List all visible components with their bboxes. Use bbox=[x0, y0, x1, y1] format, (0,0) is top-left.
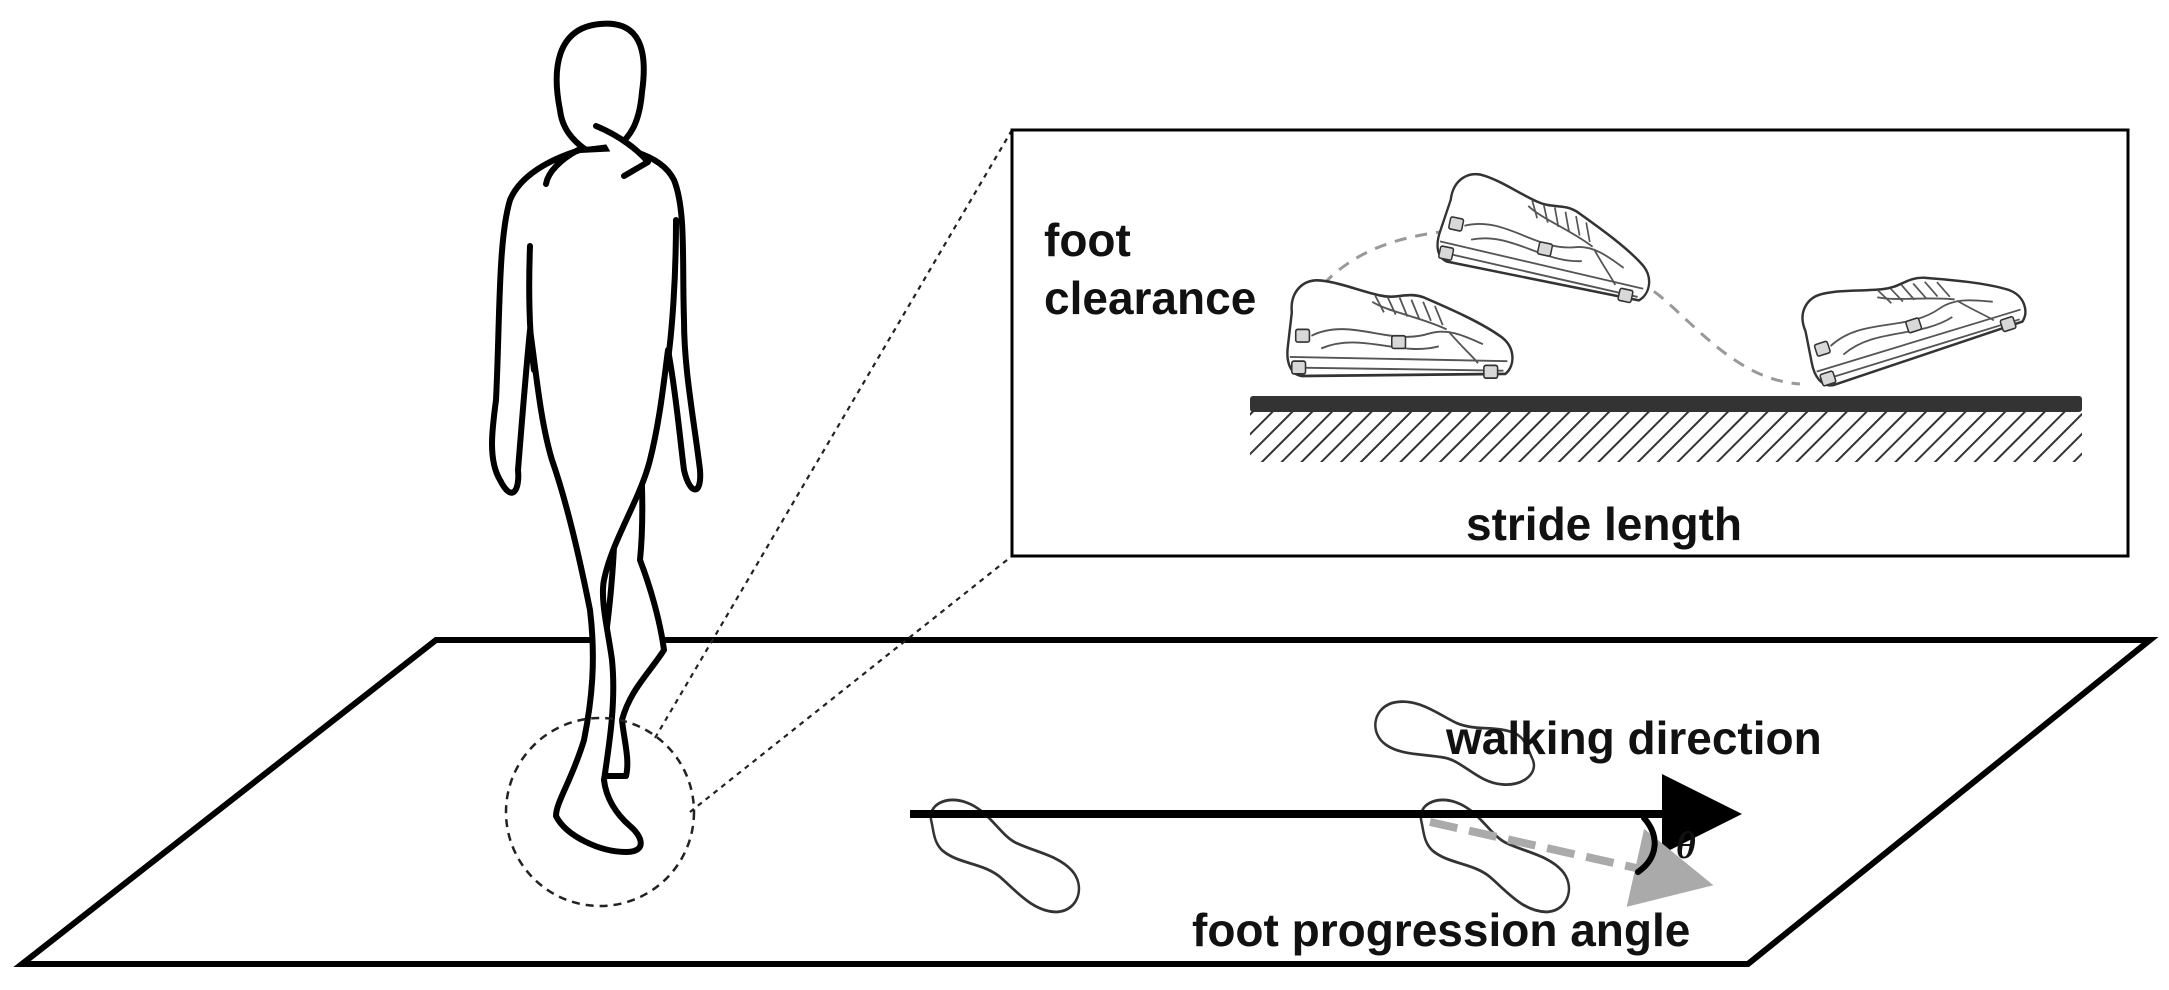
foot-zoom-circle bbox=[504, 716, 696, 908]
progression-angle-arc bbox=[1635, 815, 1658, 875]
inset-ground-hatch bbox=[1250, 410, 2082, 462]
foot-progression-angle-label: foot progression angle bbox=[1192, 904, 1690, 956]
inset-ground-bar bbox=[1250, 396, 2082, 412]
walking-person-silhouette-icon bbox=[489, 20, 704, 855]
zoom-guide-line-top bbox=[654, 129, 1013, 739]
stride-length-label: stride length bbox=[1466, 498, 1742, 550]
angle-theta-symbol: θ bbox=[1676, 825, 1696, 867]
zoom-guide-line-bottom bbox=[689, 555, 1013, 813]
foot-clearance-label-line1: foot bbox=[1044, 214, 1131, 266]
walking-direction-label: walking direction bbox=[1445, 712, 1822, 764]
foot-clearance-label-line2: clearance bbox=[1044, 272, 1256, 324]
foot-progression-dashed-arrow bbox=[1429, 818, 1714, 907]
walking-floor-plane bbox=[13, 637, 2159, 967]
